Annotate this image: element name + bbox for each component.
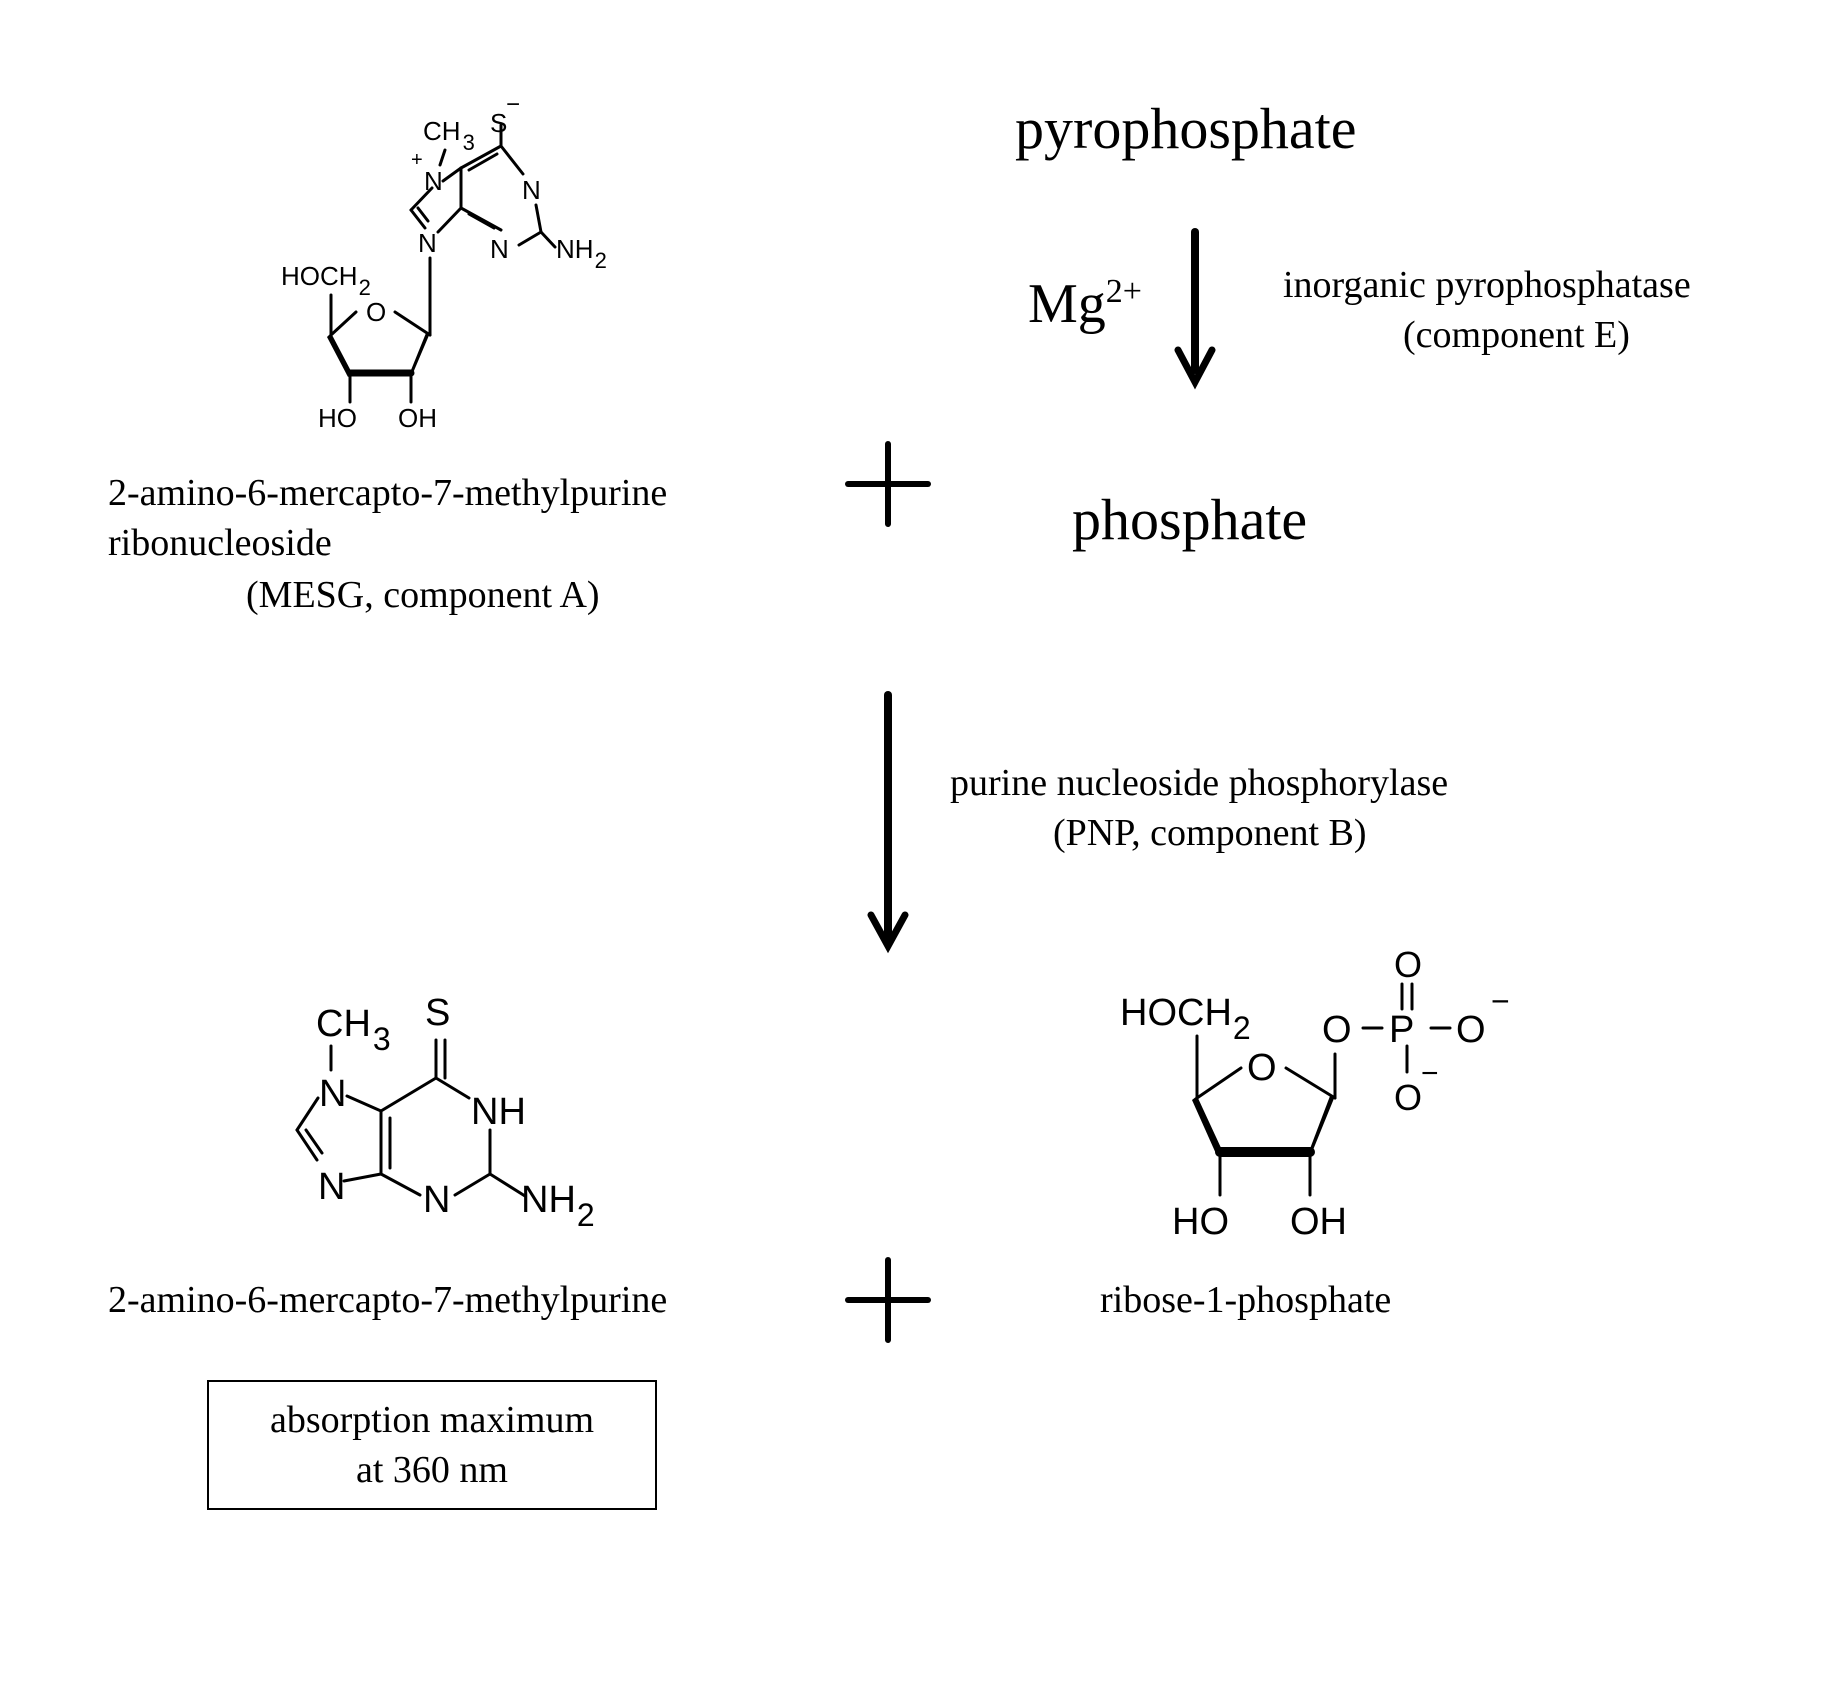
methyl-label: CH3: [316, 1003, 391, 1057]
bond: [539, 230, 557, 249]
hydroxyl-label: HO: [1172, 1201, 1229, 1243]
purine-product-structure: CH3 S N NH N N NH2: [295, 992, 595, 1233]
methyl-label: CH3: [423, 116, 475, 155]
wedge-bond: [1308, 1096, 1335, 1154]
bond: [441, 166, 463, 183]
phosphorus-label: P: [1389, 1009, 1414, 1051]
arrow-pyrophosphatase: [1174, 228, 1216, 390]
mesg-name-line3: (MESG, component A): [246, 574, 600, 616]
plus-sign-bottom: [845, 1257, 931, 1343]
purine-product-name: 2-amino-6-mercapto-7-methylpurine: [108, 1279, 667, 1321]
bond: [329, 310, 358, 337]
hydroxyl-label: OH: [1290, 1201, 1347, 1243]
bond: [379, 1172, 422, 1197]
phosphate-oxygen-label: O: [1394, 1077, 1422, 1118]
hydroxymethyl-label: HOCH2: [1120, 992, 1251, 1046]
bond: [295, 1128, 319, 1162]
mesg-name-line1: 2-amino-6-mercapto-7-methylpurine: [108, 472, 667, 514]
phosphate-oxygen-label: O: [1456, 1009, 1486, 1051]
bond: [459, 206, 503, 232]
pnp-name-line1: purine nucleoside phosphorylase: [950, 762, 1448, 804]
n9-label: N: [318, 1166, 345, 1208]
arrow-pnp: [867, 691, 909, 954]
n9-label: N: [418, 228, 437, 258]
bond: [488, 1172, 527, 1198]
bond: [459, 144, 503, 170]
amine-label: NH2: [521, 1179, 595, 1233]
bond: [304, 1128, 324, 1155]
amine-label: NH2: [556, 234, 607, 273]
bond: [467, 212, 496, 230]
bond: [379, 1076, 438, 1113]
mg-cofactor-label: Mg2+: [1028, 273, 1142, 335]
ribose-1-phosphate-structure: HOCH2 O O P O O − O − HO OH: [1120, 944, 1510, 1243]
n3-label: N: [490, 234, 509, 264]
ester-oxygen-label: O: [1322, 1009, 1352, 1051]
pyrophosphatase-name-line2: (component E): [1403, 314, 1630, 356]
n7-label: N: [424, 166, 443, 196]
bond: [438, 148, 447, 167]
bond: [295, 1096, 320, 1132]
ribose-1-phosphate-name: ribose-1-phosphate: [1100, 1279, 1391, 1321]
bond: [416, 206, 430, 223]
n1-label: N: [522, 175, 541, 205]
plus-charge: +: [411, 149, 423, 171]
mesg-name-line2: ribonucleoside: [108, 522, 332, 564]
phosphoryl-oxygen-label: O: [1394, 944, 1422, 985]
bond: [436, 206, 463, 234]
hydroxyl-label: HO: [318, 403, 357, 433]
pyrophosphatase-name-line1: inorganic pyrophosphatase: [1283, 264, 1691, 306]
bond: [434, 1076, 471, 1100]
thiolate-s-label: S: [490, 108, 507, 138]
minus-charge: −: [1421, 1057, 1439, 1090]
minus-charge: −: [1491, 983, 1510, 1019]
bond: [534, 203, 543, 234]
thione-s-label: S: [425, 992, 450, 1034]
bond: [1195, 1066, 1243, 1100]
bond: [467, 152, 499, 172]
nh-label: NH: [471, 1091, 526, 1133]
absorption-line1: absorption maximum: [270, 1399, 594, 1441]
pnp-name-line2: (PNP, component B): [1053, 812, 1367, 854]
mesg-structure: CH3 S − + N N N N NH2 HOCH2 O HO OH: [281, 91, 607, 433]
bond: [345, 1094, 383, 1113]
wedge-bond: [409, 333, 430, 375]
pyrophosphate-label: pyrophosphate: [1015, 96, 1357, 161]
n3-label: N: [423, 1179, 450, 1221]
wedge-bond: [1192, 1096, 1222, 1156]
bond: [1284, 1066, 1337, 1100]
bond: [453, 1172, 492, 1197]
absorption-line2: at 360 nm: [356, 1449, 508, 1491]
ring-oxygen-label: O: [1247, 1047, 1277, 1089]
bond: [409, 186, 434, 212]
bond: [409, 208, 427, 230]
phosphate-label: phosphate: [1072, 487, 1307, 552]
hydroxymethyl-label: HOCH2: [281, 261, 371, 300]
bond: [499, 144, 525, 176]
ring-oxygen-label: O: [366, 297, 386, 327]
wedge-bond: [327, 333, 352, 377]
minus-charge: −: [506, 91, 520, 118]
absorption-box: [207, 1380, 657, 1510]
n7-label: N: [319, 1073, 346, 1115]
hydroxyl-label: OH: [398, 403, 437, 433]
bond: [393, 310, 432, 337]
bond: [517, 230, 543, 247]
plus-sign-top: [845, 441, 931, 527]
bond: [342, 1172, 383, 1183]
